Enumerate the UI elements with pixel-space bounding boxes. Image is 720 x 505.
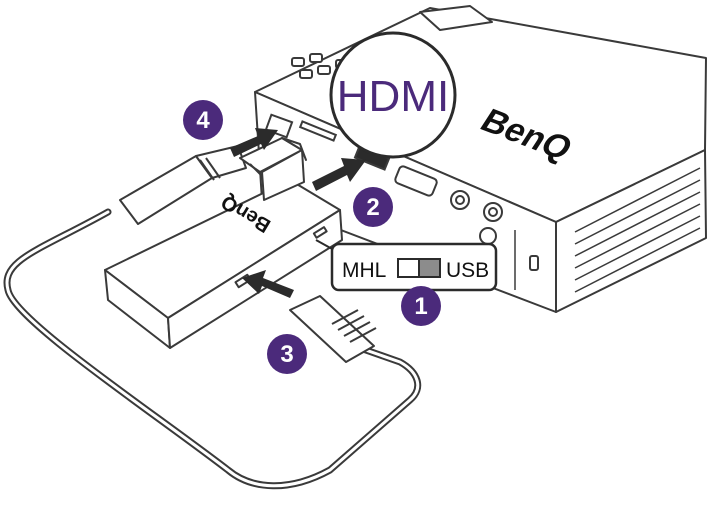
power-jack [479, 227, 497, 245]
step-badge-3: 3 [267, 334, 307, 374]
projector-ports [264, 113, 539, 290]
hdmi-plug [239, 137, 307, 201]
arrow-step-2 [312, 158, 366, 191]
security-slot [529, 255, 539, 271]
arrow-step-3 [242, 270, 294, 298]
hdmi-callout: HDMI [329, 31, 457, 159]
usb-cable [3, 208, 422, 490]
insert-arrows [230, 128, 366, 298]
micro-usb-plug [289, 295, 377, 363]
step-badge-2: 2 [353, 187, 393, 227]
step-badge-4: 4 [183, 100, 223, 140]
sd-card-slot [298, 120, 338, 142]
vga-port [394, 165, 438, 197]
switch-label-mhl: MHL [342, 259, 386, 282]
step-number-4: 4 [196, 107, 210, 134]
arrow-step-4 [230, 128, 278, 157]
step-number-1: 1 [414, 293, 427, 320]
switch-label-usb: USB [446, 259, 489, 282]
step-number-2: 2 [366, 194, 379, 221]
step-badge-1: 1 [401, 286, 441, 326]
hdmi-label: HDMI [337, 72, 449, 121]
step-number-3: 3 [280, 341, 293, 368]
mhl-usb-switch-callout: MHL USB [315, 239, 498, 292]
